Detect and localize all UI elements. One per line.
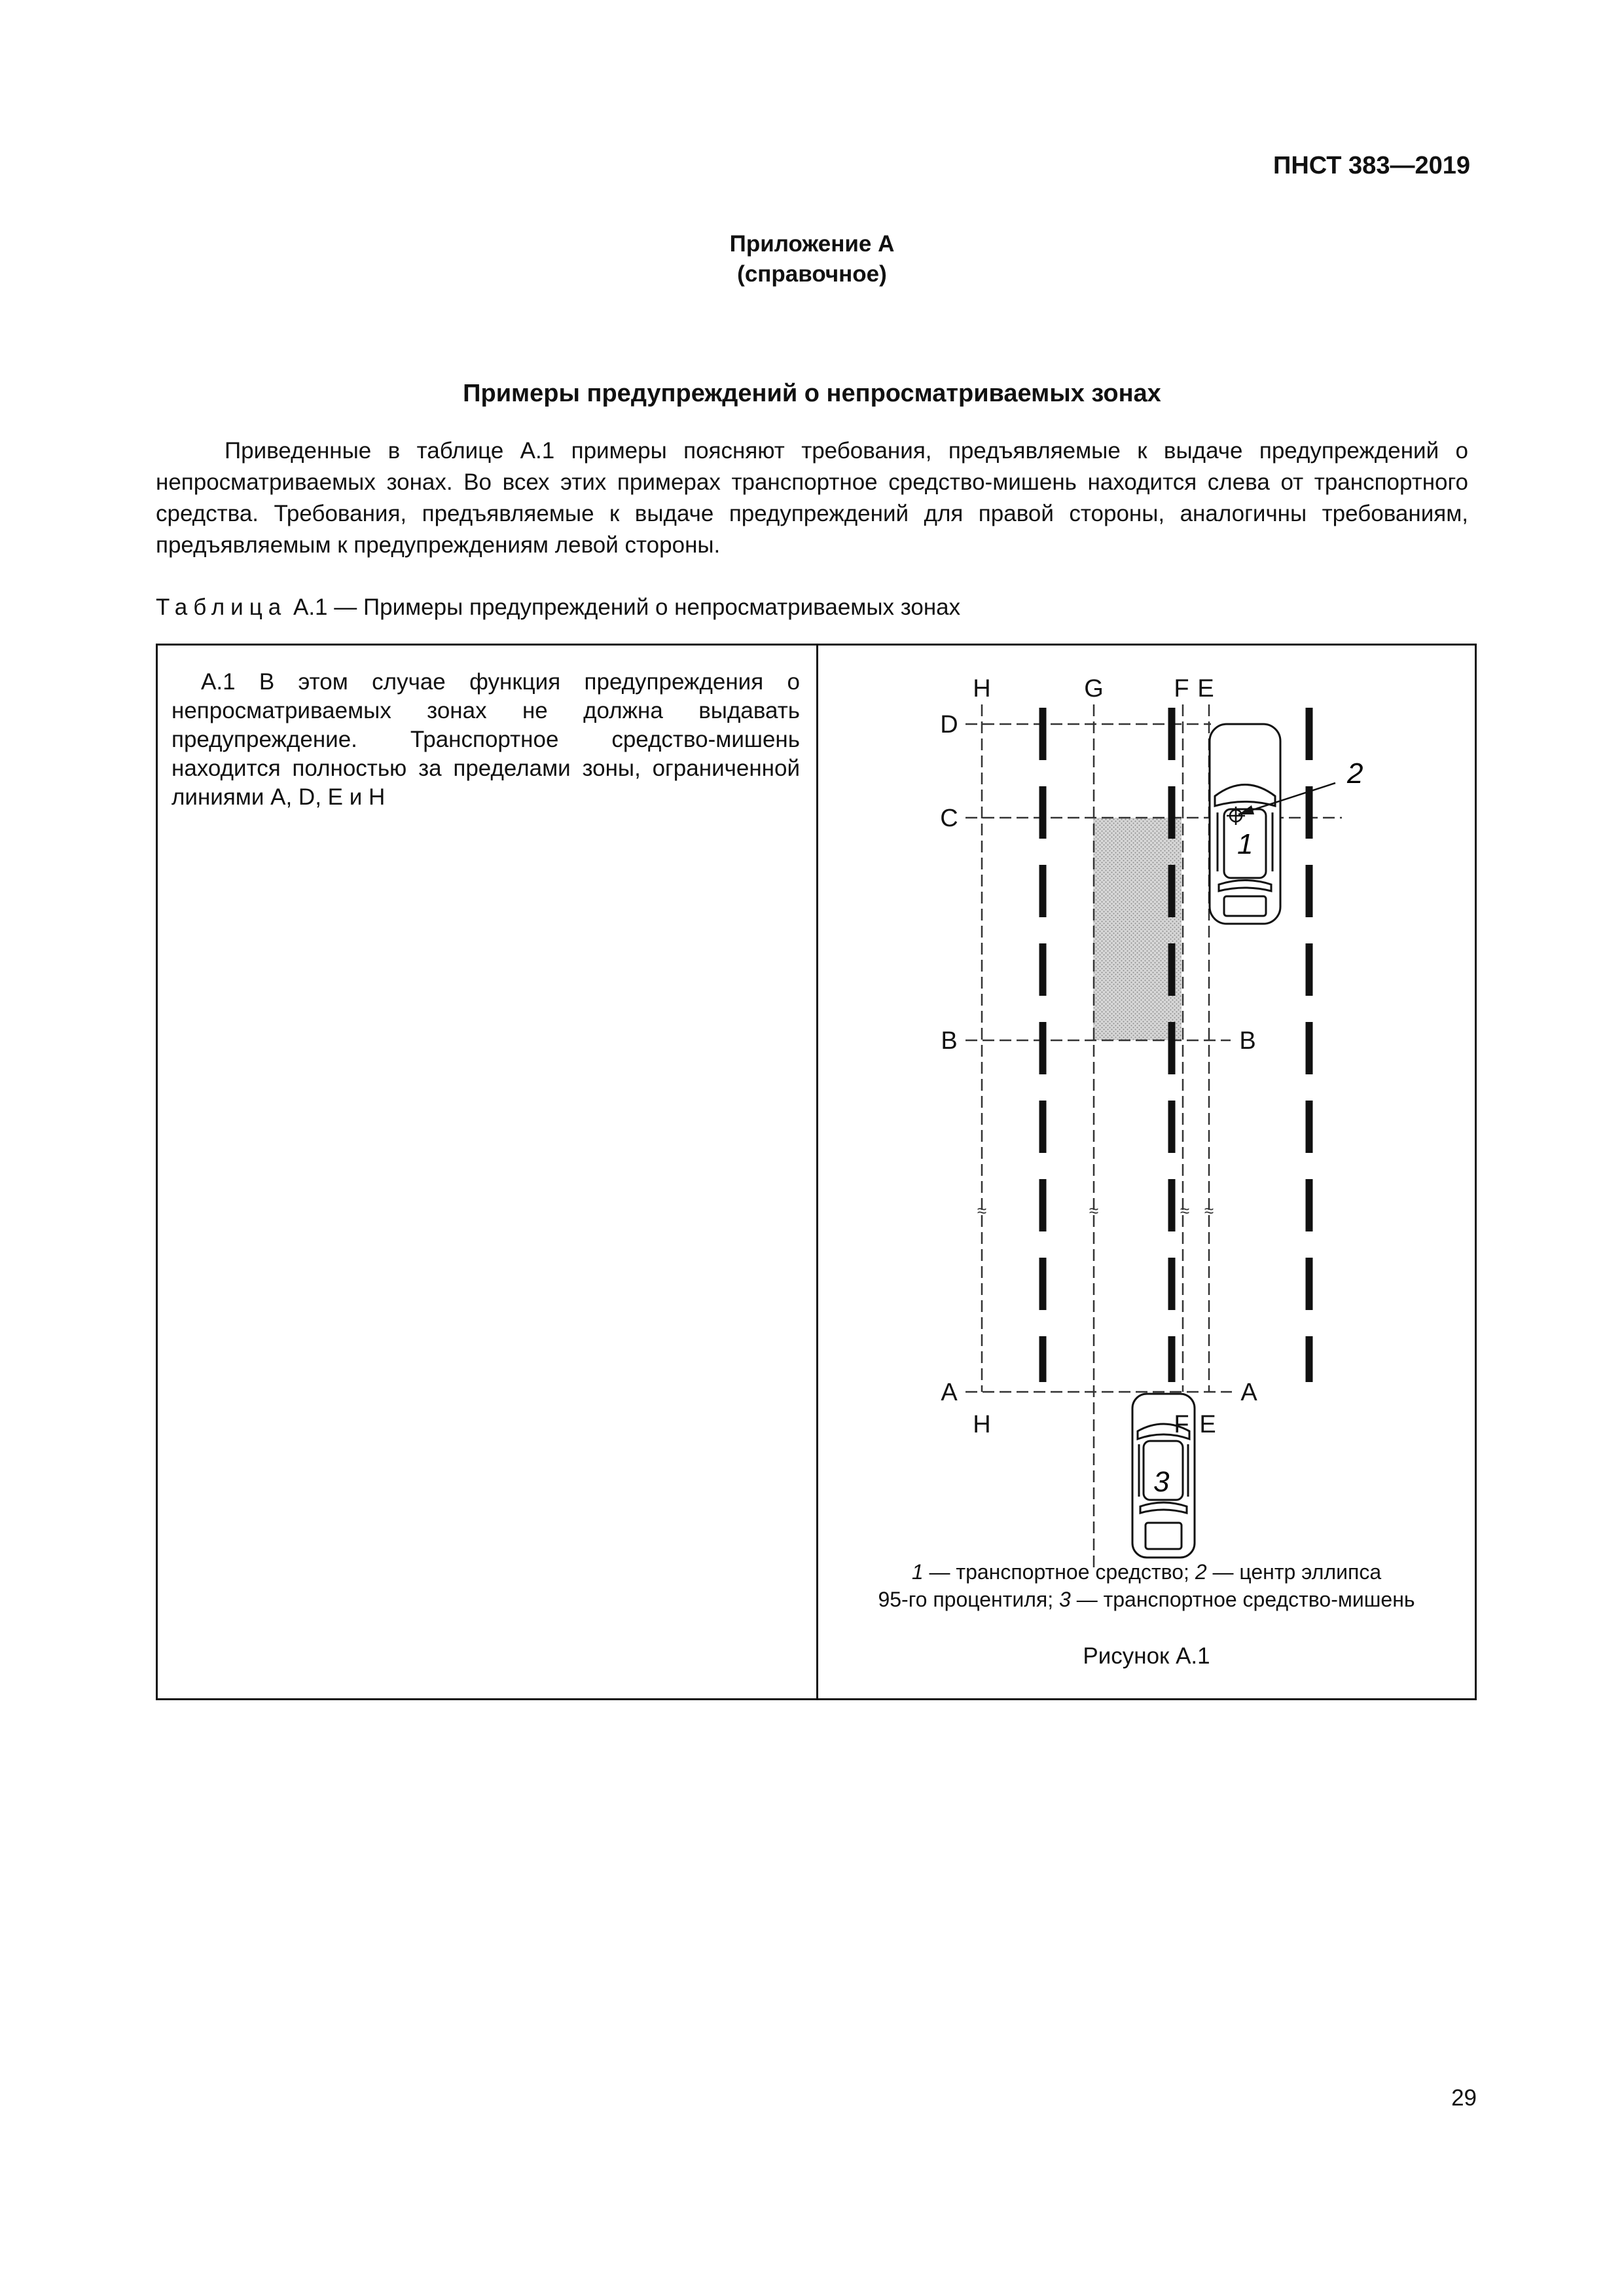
label-e-top: E <box>1197 675 1214 702</box>
table-caption: Таблица А.1 — Примеры предупреждений о н… <box>156 594 960 621</box>
label-c: C <box>940 805 958 832</box>
document-code: ПНСТ 383—2019 <box>1273 152 1470 179</box>
callout-2-arrowhead <box>1238 805 1254 814</box>
appendix-title: Приложение А <box>729 231 895 257</box>
label-b-right: B <box>1239 1027 1255 1055</box>
label-h-top: H <box>973 675 990 702</box>
label-a-left: A <box>941 1379 958 1406</box>
label-e-bottom: E <box>1199 1411 1216 1438</box>
table-caption-rest: А.1 — Примеры предупреждений о непросмат… <box>293 594 961 620</box>
ellipse-center-marker <box>1227 807 1245 825</box>
callout-2-leader <box>1238 782 1336 816</box>
label-d: D <box>940 711 958 738</box>
label-g-top: G <box>1084 675 1104 702</box>
figure-caption: Рисунок А.1 <box>1083 1643 1210 1669</box>
table-cell-description: А.1 В этом случае функция предупреждения… <box>171 668 800 812</box>
intro-text: Приведенные в таблице А.1 примеры поясня… <box>156 438 1468 558</box>
label-f-top: F <box>1174 675 1189 702</box>
label-f-bottom: F <box>1174 1411 1189 1438</box>
intro-paragraph: Приведенные в таблице А.1 примеры поясня… <box>156 435 1468 561</box>
label-h-bottom: H <box>973 1411 990 1438</box>
table-column-divider <box>816 644 818 1700</box>
break-mark-e: ≈ <box>1204 1201 1214 1220</box>
blind-spot-figure: ≈ ≈ ≈ ≈ 2 1 3 H G F E D C <box>940 675 1363 1569</box>
callout-2: 2 <box>1346 757 1363 790</box>
figure-legend: 1 — транспортное средство; 2 — центр элл… <box>818 1558 1475 1613</box>
legend-line-1: 1 — транспортное средство; 2 — центр элл… <box>911 1560 1382 1584</box>
target-vehicle-3 <box>1131 1393 1196 1559</box>
callout-3: 3 <box>1153 1466 1170 1498</box>
blind-zone-area <box>1093 818 1182 1040</box>
vehicle-1 <box>1208 723 1282 925</box>
cell-text: А.1 В этом случае функция предупреждения… <box>171 669 800 810</box>
appendix-heading: Приложение А (справочное) <box>0 229 1624 289</box>
table-caption-prefix: Таблица <box>156 594 287 620</box>
break-mark-f: ≈ <box>1180 1201 1189 1220</box>
label-a-right: A <box>1240 1379 1257 1406</box>
page-number: 29 <box>1451 2085 1477 2111</box>
section-heading: Примеры предупреждений о непросматриваем… <box>463 380 1161 407</box>
appendix-type: (справочное) <box>737 261 887 287</box>
legend-line-2: 95-го процентиля; 3 — транспортное средс… <box>878 1588 1415 1611</box>
break-mark-h: ≈ <box>977 1201 986 1220</box>
break-mark-g: ≈ <box>1089 1201 1098 1220</box>
label-b-left: B <box>941 1027 957 1055</box>
callout-1: 1 <box>1237 828 1253 860</box>
